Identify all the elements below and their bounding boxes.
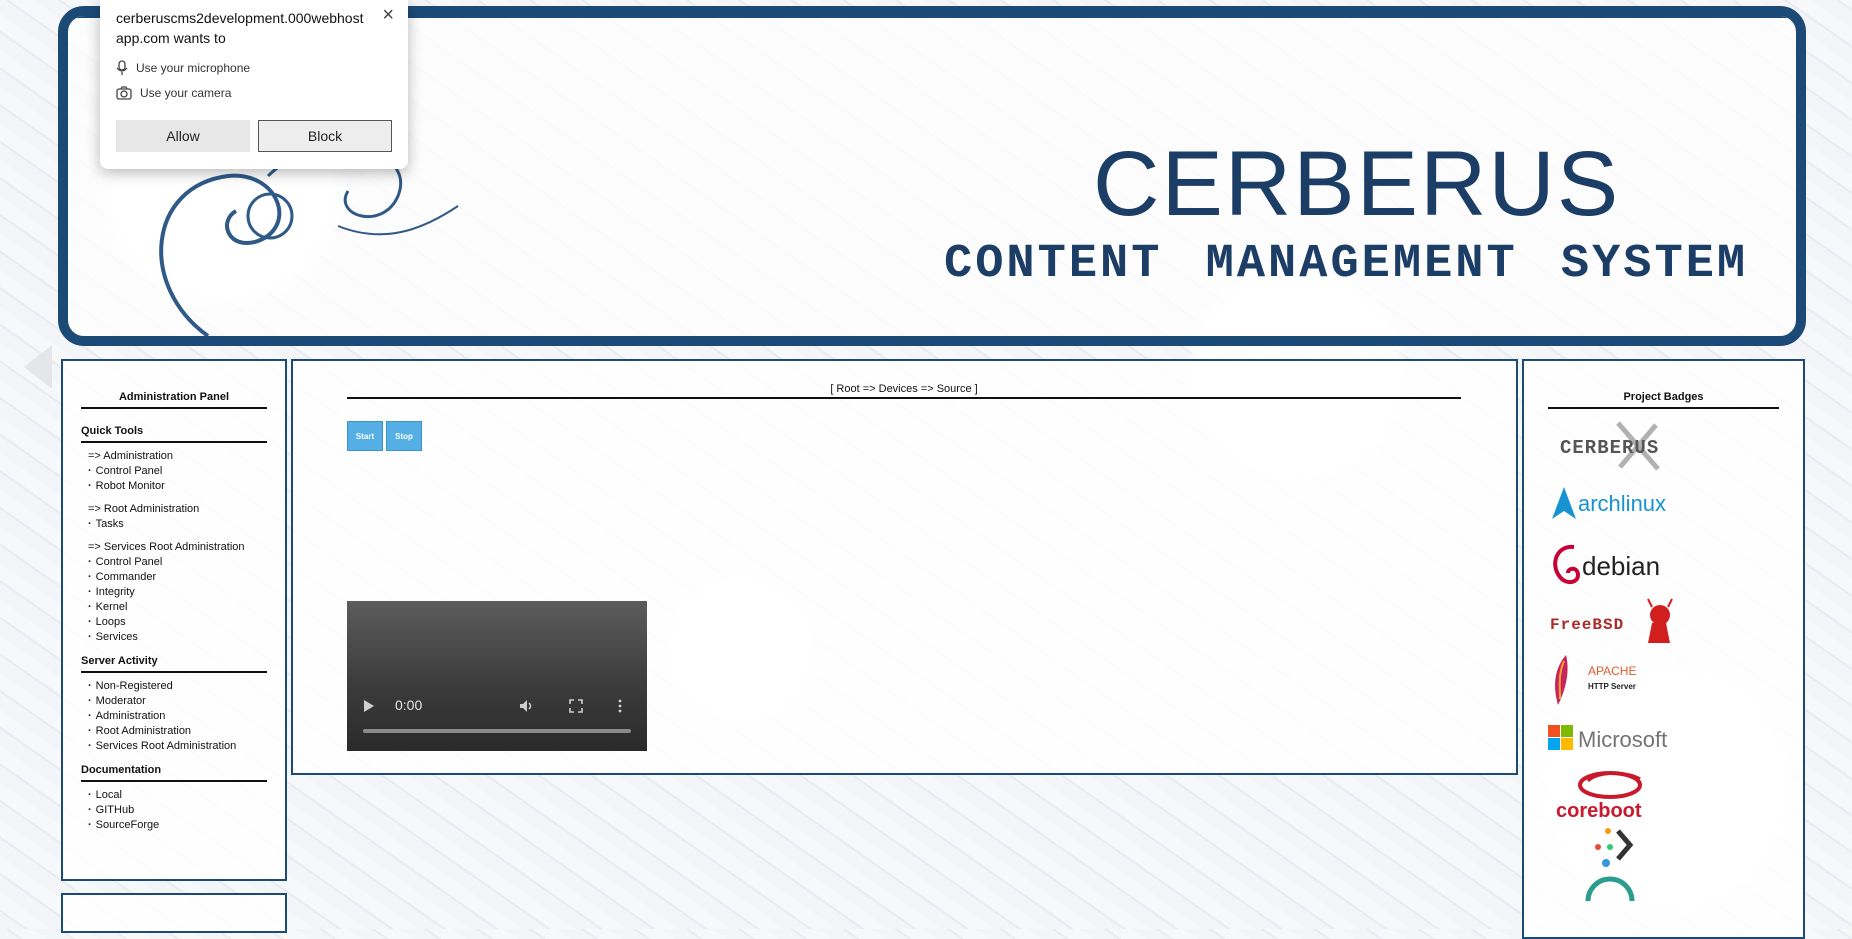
doc-item-sourceforge[interactable]: SourceForge bbox=[88, 818, 267, 833]
activity-item-non-registered[interactable]: Non-Registered bbox=[88, 679, 267, 694]
allow-button[interactable]: Allow bbox=[116, 120, 250, 152]
activity-item-administration[interactable]: Administration bbox=[88, 709, 267, 724]
badge-partial[interactable] bbox=[1548, 873, 1803, 903]
archlinux-logo-icon: archlinux bbox=[1552, 487, 1666, 519]
doc-item-local[interactable]: Local bbox=[88, 788, 267, 803]
volume-icon[interactable] bbox=[519, 699, 535, 713]
nav-group-administration[interactable]: => Administration bbox=[88, 450, 173, 462]
nav-group-services-root-administration[interactable]: => Services Root Administration bbox=[88, 541, 245, 553]
badge-microsoft[interactable]: Microsoft bbox=[1548, 709, 1803, 767]
debian-logo-icon: debian bbox=[1553, 544, 1660, 584]
activity-item-services-root-administration[interactable]: Services Root Administration bbox=[88, 739, 267, 754]
nav-item-kernel[interactable]: Kernel bbox=[88, 600, 267, 615]
svg-text:FreeBSD: FreeBSD bbox=[1550, 616, 1624, 634]
video-time: 0:00 bbox=[395, 697, 423, 713]
badge-freebsd[interactable]: FreeBSD bbox=[1548, 593, 1803, 651]
nav-item-services[interactable]: Services bbox=[88, 630, 267, 645]
nav-item-loops[interactable]: Loops bbox=[88, 615, 267, 630]
administration-panel-title: Administration Panel bbox=[81, 391, 267, 409]
microsoft-logo-icon: Microsoft bbox=[1548, 725, 1667, 752]
server-activity-heading: Server Activity bbox=[81, 655, 267, 673]
nav-group-root-administration[interactable]: => Root Administration bbox=[88, 503, 200, 515]
permission-popup: cerberuscms2development.000webhost app.c… bbox=[100, 0, 408, 169]
banner-subtitle: CONTENT MANAGEMENT SYSTEM bbox=[944, 238, 1749, 291]
freebsd-logo-icon: FreeBSD bbox=[1550, 598, 1673, 643]
popup-site-title: cerberuscms2development.000webhost app.c… bbox=[116, 10, 364, 46]
permission-camera: Use your camera bbox=[116, 86, 231, 100]
badge-cerberus[interactable]: CERBERUS bbox=[1548, 419, 1803, 477]
svg-text:Microsoft: Microsoft bbox=[1578, 727, 1667, 752]
more-icon[interactable] bbox=[617, 699, 623, 713]
camera-icon bbox=[116, 86, 132, 100]
permission-microphone: Use your microphone bbox=[116, 60, 250, 76]
microphone-icon bbox=[116, 60, 128, 75]
nav-item-integrity[interactable]: Integrity bbox=[88, 585, 267, 600]
nav-item-control-panel[interactable]: Control Panel bbox=[88, 464, 267, 479]
nav-item-robot-monitor[interactable]: Robot Monitor bbox=[88, 479, 267, 494]
project-badges-panel: Project Badges CERBERUS archlinux debian… bbox=[1522, 359, 1805, 939]
fullscreen-icon[interactable] bbox=[569, 699, 583, 713]
administration-panel: Administration Panel Quick Tools => Admi… bbox=[61, 359, 287, 881]
svg-text:debian: debian bbox=[1582, 551, 1660, 581]
start-button[interactable]: Start bbox=[347, 421, 383, 451]
svg-text:APACHE: APACHE bbox=[1588, 664, 1636, 678]
activity-item-root-administration[interactable]: Root Administration bbox=[88, 724, 267, 739]
badge-apache[interactable]: APACHE HTTP Server bbox=[1548, 651, 1803, 709]
nav-item-tasks[interactable]: Tasks bbox=[88, 517, 267, 532]
doc-item-github[interactable]: GITHub bbox=[88, 803, 267, 818]
svg-text:coreboot: coreboot bbox=[1556, 800, 1642, 822]
project-badges-title: Project Badges bbox=[1548, 391, 1779, 409]
quick-tools-heading: Quick Tools bbox=[81, 425, 267, 443]
partial-ring-icon bbox=[1585, 876, 1635, 902]
play-icon[interactable] bbox=[363, 699, 375, 713]
badge-archlinux[interactable]: archlinux bbox=[1548, 477, 1803, 535]
left-edge-arrow-icon bbox=[24, 345, 52, 389]
nav-item-commander[interactable]: Commander bbox=[88, 570, 267, 585]
badge-coreboot[interactable]: coreboot bbox=[1548, 767, 1803, 825]
video-player[interactable]: 0:00 bbox=[347, 601, 647, 751]
apache-feather-icon: APACHE HTTP Server bbox=[1555, 655, 1636, 705]
main-content-panel: [ Root => Devices => Source ] Start Stop… bbox=[291, 359, 1518, 775]
documentation-heading: Documentation bbox=[81, 764, 267, 782]
video-progress-bar[interactable] bbox=[363, 729, 631, 733]
coreboot-logo-icon: coreboot bbox=[1556, 771, 1642, 822]
cerberus-logo-icon: CERBERUS bbox=[1560, 421, 1660, 471]
header-banner: CERBERUS CONTENT MANAGEMENT SYSTEM bbox=[58, 6, 1806, 346]
badge-debian[interactable]: debian bbox=[1548, 535, 1803, 593]
secondary-left-panel bbox=[61, 893, 287, 933]
banner-title: CERBERUS bbox=[1093, 133, 1621, 235]
stop-button[interactable]: Stop bbox=[386, 421, 422, 451]
breadcrumb: [ Root => Devices => Source ] bbox=[347, 383, 1461, 399]
activity-item-moderator[interactable]: Moderator bbox=[88, 694, 267, 709]
stream-controls: Start Stop bbox=[347, 421, 422, 451]
chevron-dots-icon bbox=[1595, 828, 1634, 867]
block-button[interactable]: Block bbox=[258, 120, 392, 152]
badge-dev-icon[interactable] bbox=[1548, 825, 1803, 873]
svg-text:CERBERUS: CERBERUS bbox=[1560, 437, 1659, 459]
svg-text:HTTP Server: HTTP Server bbox=[1588, 682, 1636, 691]
nav-item-services-control-panel[interactable]: Control Panel bbox=[88, 555, 267, 570]
close-icon[interactable]: × bbox=[382, 4, 394, 26]
svg-text:archlinux: archlinux bbox=[1578, 491, 1666, 516]
